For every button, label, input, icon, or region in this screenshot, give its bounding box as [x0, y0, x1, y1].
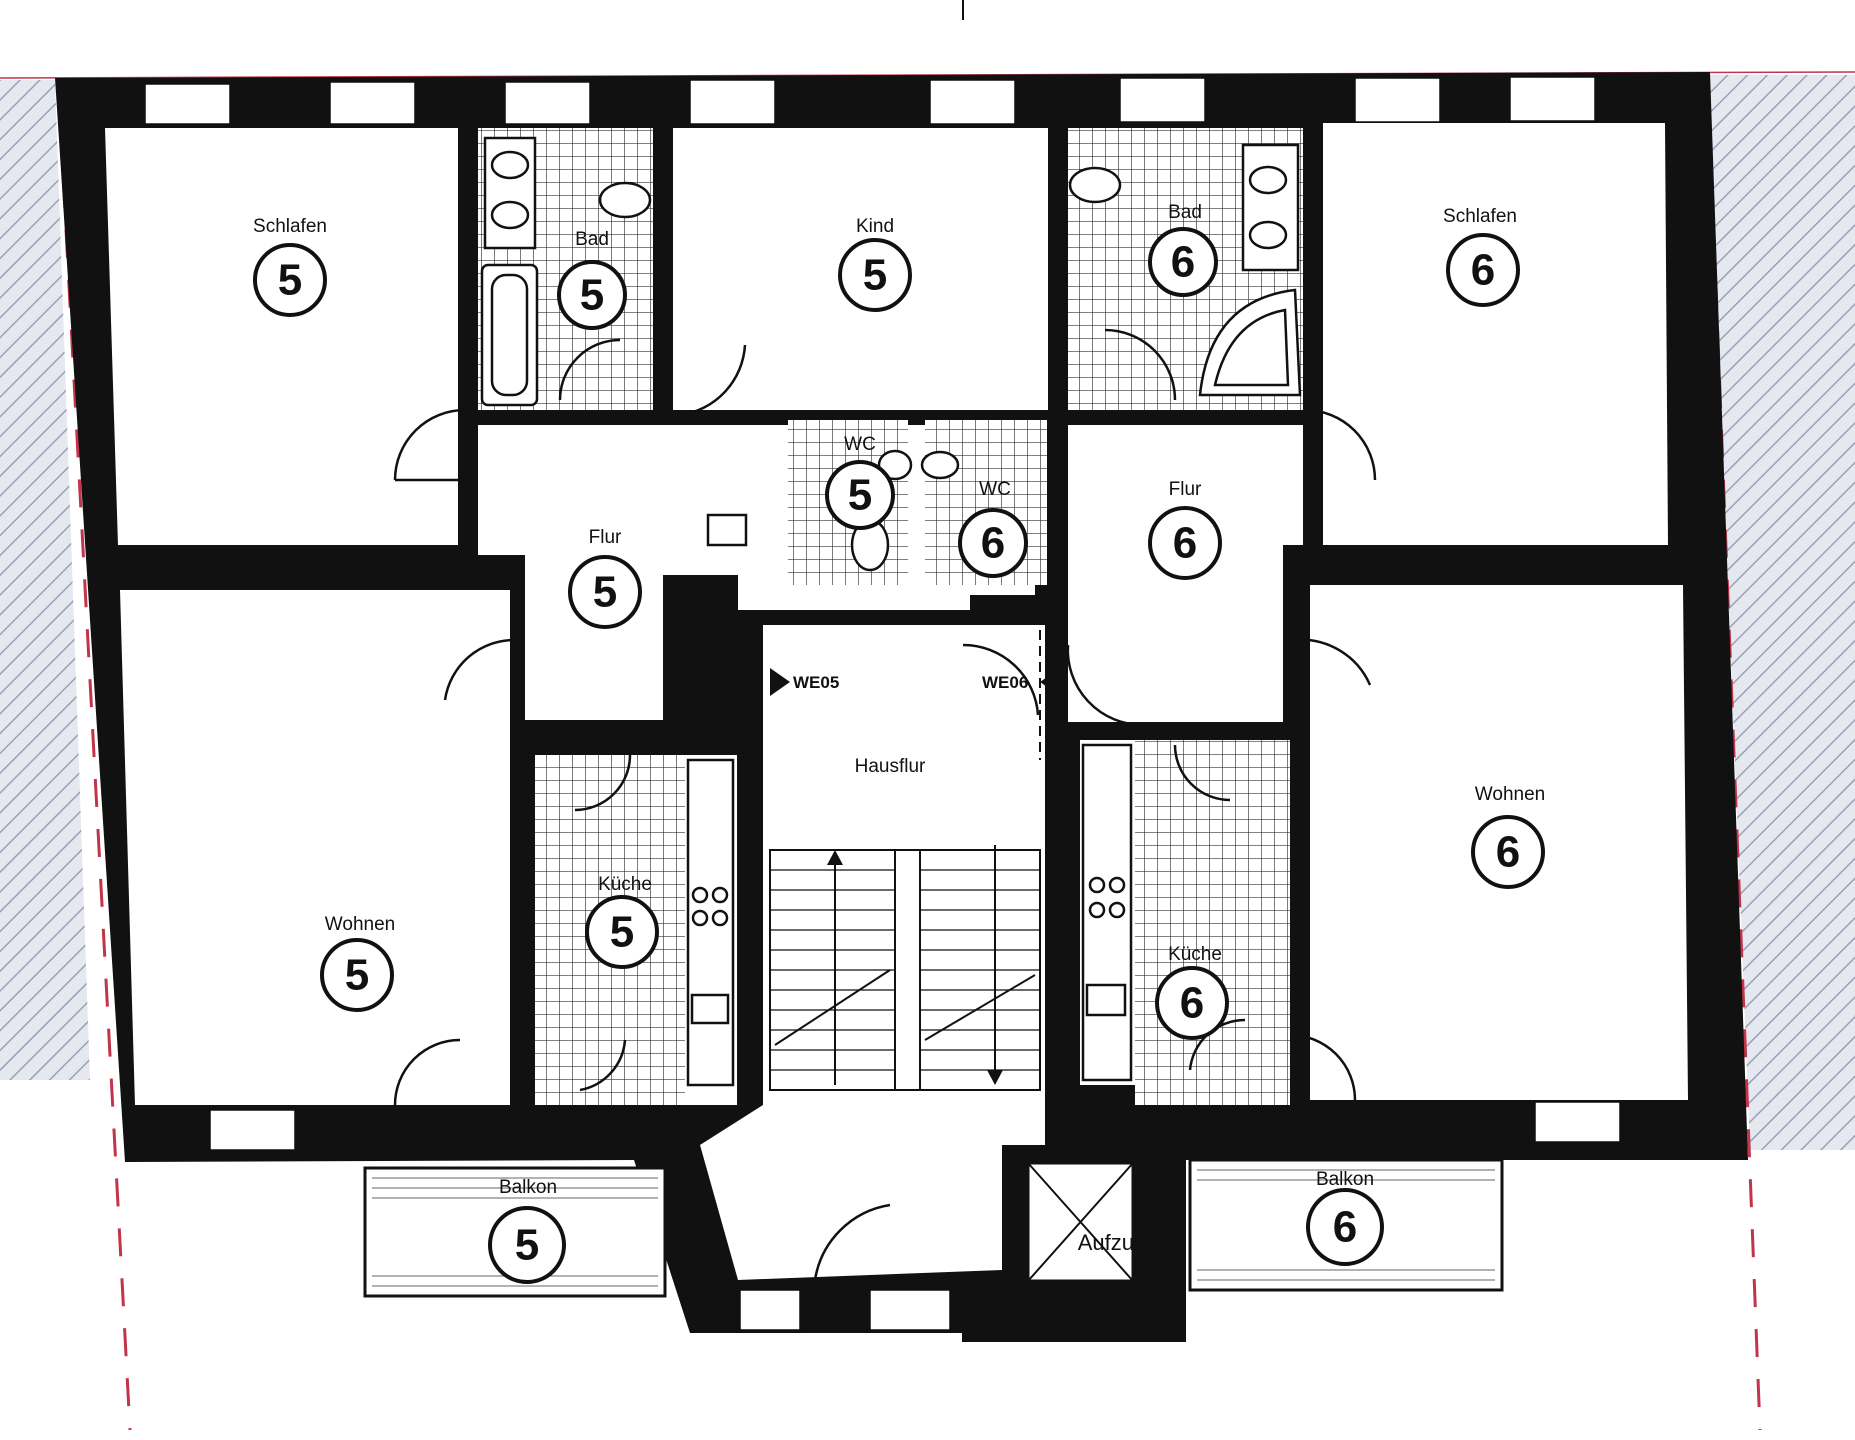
unit-badge: 6 [1148, 227, 1218, 297]
unit-badge: 6 [1471, 815, 1545, 889]
unit-badge: 5 [488, 1206, 566, 1284]
unit-badge: 6 [1306, 1188, 1384, 1266]
unit-badge: 5 [557, 260, 627, 330]
unit-badge: 5 [253, 243, 327, 317]
unit-badge: 5 [320, 938, 394, 1012]
toilet-icon [920, 450, 960, 480]
toilet-icon [1068, 166, 1122, 204]
room-label-schlafen-6: Schlafen [1443, 206, 1517, 227]
unit-badge: 6 [1148, 506, 1222, 580]
unit-badges: 5 5 5 6 6 5 6 5 6 5 5 6 6 5 6 [253, 227, 1545, 1284]
room-label-flur-5: Flur [589, 527, 622, 548]
svg-text:5: 5 [610, 908, 634, 957]
sink-icon [690, 993, 730, 1025]
unit-badge: 6 [1155, 966, 1229, 1040]
stove-icon [1088, 876, 1106, 894]
svg-text:6: 6 [1333, 1203, 1357, 1252]
svg-text:5: 5 [593, 568, 617, 617]
fixtures [480, 136, 1302, 1087]
unit-badge: 5 [568, 555, 642, 629]
svg-text:5: 5 [580, 271, 604, 320]
washbasin-icon [1241, 143, 1300, 272]
svg-text:5: 5 [515, 1221, 539, 1270]
neighbor-building-right [1708, 75, 1855, 1150]
room-label-bad-5: Bad [575, 229, 609, 250]
svg-text:5: 5 [345, 951, 369, 1000]
unit-badge: 5 [825, 460, 895, 530]
room-labels: Schlafen Bad Kind Bad Schlafen WC WC Flu… [253, 202, 1545, 1198]
washbasin-icon [877, 449, 913, 481]
svg-text:5: 5 [848, 471, 872, 520]
unit-badge: 5 [585, 895, 659, 969]
svg-text:6: 6 [1171, 238, 1195, 287]
svg-text:6: 6 [1180, 979, 1204, 1028]
marker-we05: WE05 [793, 673, 839, 692]
toilet-icon [598, 181, 652, 219]
svg-text:6: 6 [1173, 519, 1197, 568]
sink-icon [1085, 983, 1127, 1017]
room-label-balkon-6: Balkon [1316, 1169, 1374, 1190]
unit-badge: 6 [1446, 233, 1520, 307]
room-label-kueche-5: Küche [598, 874, 652, 895]
svg-text:6: 6 [1471, 246, 1495, 295]
door-swings [393, 328, 1377, 1281]
room-label-kind-5: Kind [856, 216, 894, 237]
marker-we06: WE06 [982, 673, 1028, 692]
room-label-wc-5: WC [844, 434, 876, 455]
room-label-bad-6: Bad [1168, 202, 1202, 223]
apartment-entrance-markers: WE05 WE06 [770, 630, 1060, 760]
room-label-hausflur: Hausflur [855, 756, 926, 777]
elevator-shaft[interactable] [1026, 1161, 1135, 1283]
room-label-flur-6: Flur [1169, 479, 1202, 500]
room-label-wohnen-6: Wohnen [1475, 784, 1545, 805]
svg-text:5: 5 [863, 251, 887, 300]
staircase [769, 845, 1041, 1091]
room-label-wohnen-5: Wohnen [325, 914, 395, 935]
arrow-left-icon [770, 668, 790, 696]
svg-text:6: 6 [981, 519, 1005, 568]
room-label-schlafen-5: Schlafen [253, 216, 327, 237]
svg-text:5: 5 [278, 256, 302, 305]
balcony-slats [372, 1169, 1495, 1287]
elevator-label: Aufzug [1078, 1230, 1147, 1255]
windows [144, 76, 1621, 1331]
arrow-right-icon [1040, 668, 1060, 696]
room-label-kueche-6: Küche [1168, 944, 1222, 965]
room-label-wc-6: WC [979, 479, 1011, 500]
unit-badge: 6 [958, 508, 1028, 578]
unit-badge: 5 [838, 238, 912, 312]
utility-box [706, 513, 748, 547]
room-label-balkon-5: Balkon [499, 1177, 557, 1198]
svg-text:6: 6 [1496, 828, 1520, 877]
neighbor-building-left [0, 80, 90, 1080]
stove-icon [691, 886, 709, 904]
